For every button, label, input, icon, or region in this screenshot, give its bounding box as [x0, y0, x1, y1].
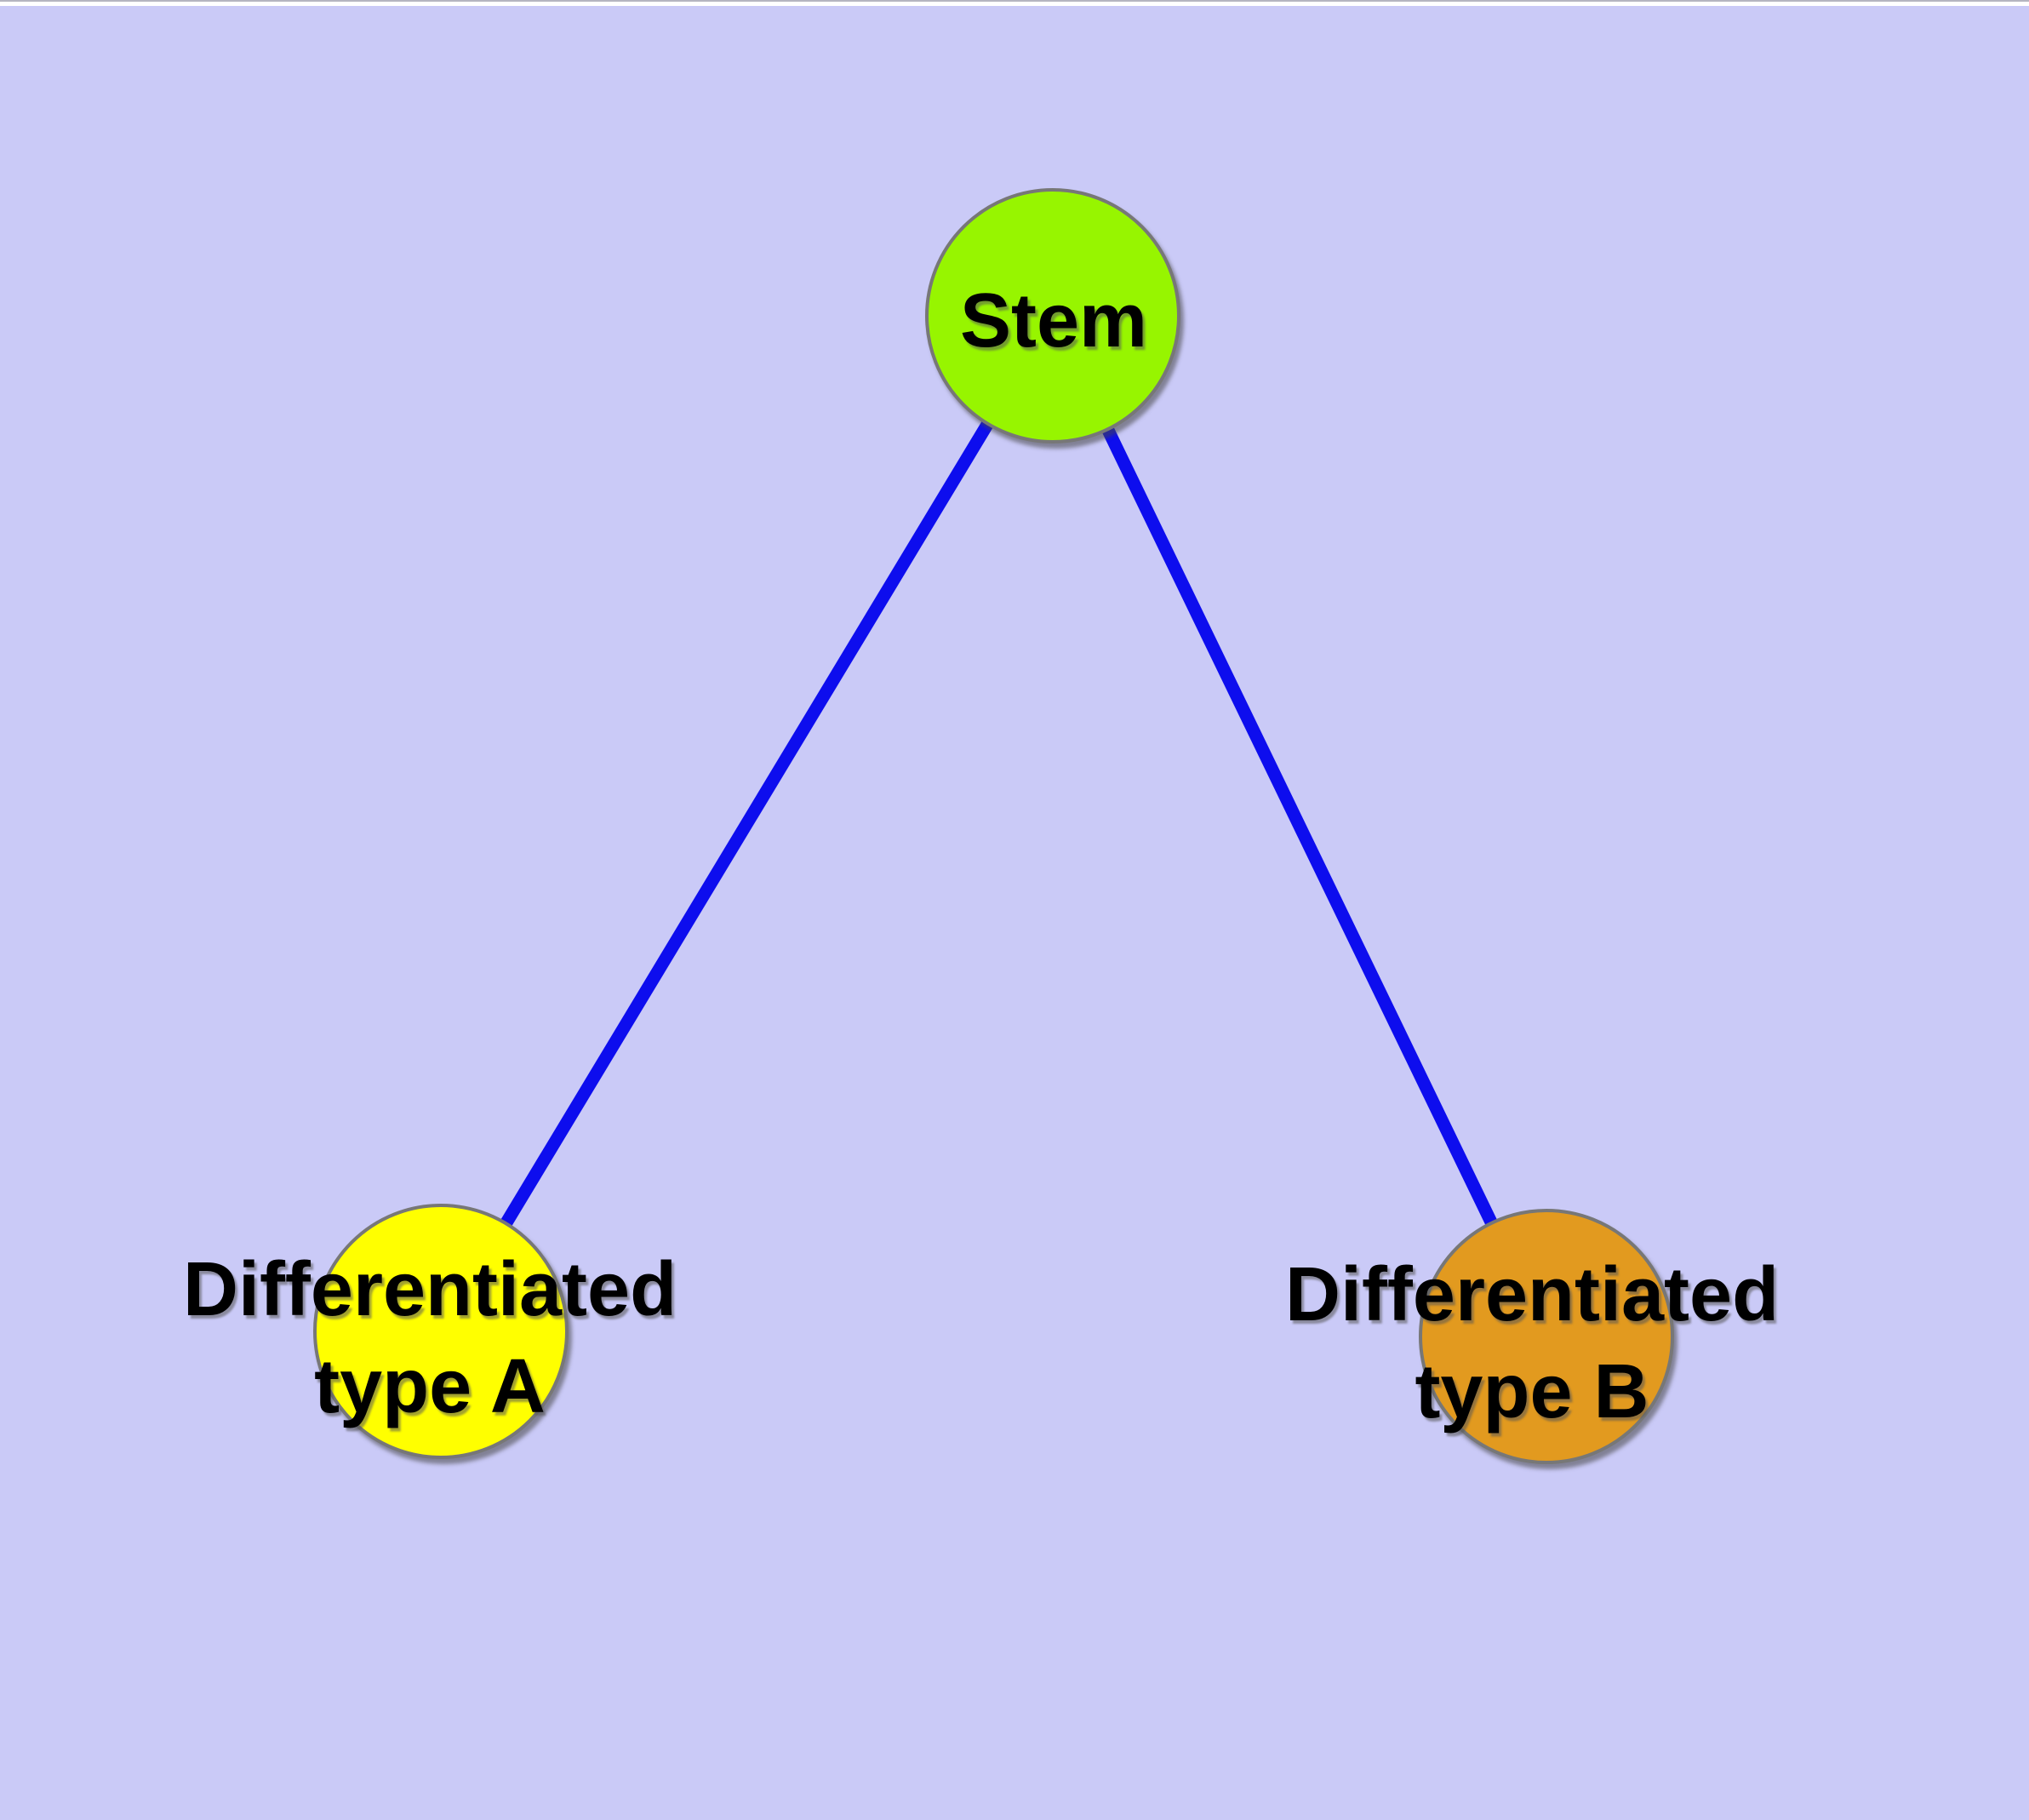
edge-stem-to-type-a — [435, 312, 1059, 1335]
window-top-strip — [0, 0, 2029, 6]
node-differentiated-type-b[interactable] — [1419, 1209, 1674, 1464]
edge-stem-to-type-b — [1047, 312, 1552, 1340]
node-stem[interactable] — [925, 188, 1180, 444]
node-differentiated-type-a[interactable] — [313, 1204, 569, 1459]
